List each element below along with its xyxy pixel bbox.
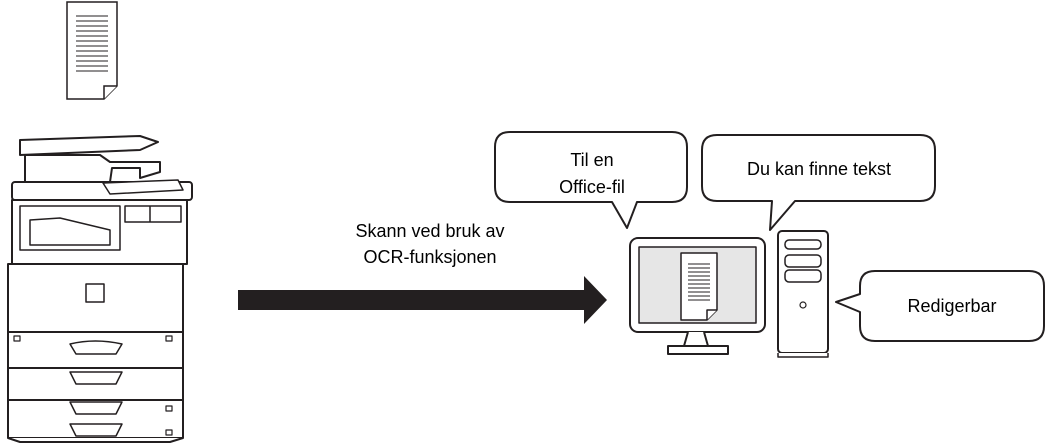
printer-icon [7, 135, 193, 443]
monitor-icon [629, 237, 766, 355]
speech-bubble-edit [835, 270, 1045, 342]
document-icon [66, 1, 118, 100]
speech-bubble-search [701, 134, 936, 231]
search-bubble-text: Du kan finne tekst [746, 159, 892, 179]
scan-label-line1: Skann ved bruk av [355, 221, 505, 241]
arrow-right-icon [238, 276, 607, 324]
office-bubble-line2: Office-fil [559, 177, 625, 197]
speech-bubble-office [494, 131, 688, 229]
edit-bubble-text: Redigerbar [907, 296, 997, 316]
office-bubble-line1: Til en [570, 150, 614, 170]
scan-label-line2: OCR-funksjonen [363, 247, 497, 267]
computer-tower-icon [777, 230, 829, 358]
